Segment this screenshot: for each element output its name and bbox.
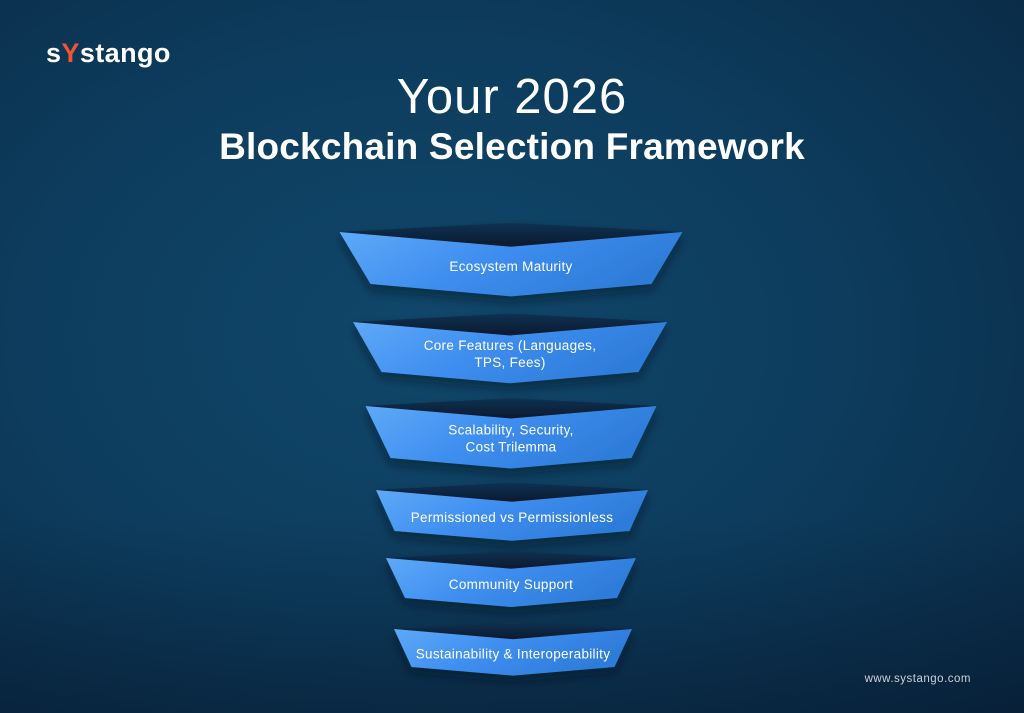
funnel-stage-label: Ecosystem Maturity [449, 259, 572, 274]
title-line-2: Blockchain Selection Framework [219, 126, 805, 168]
funnel-stage: Permissioned vs Permissionless [376, 482, 648, 541]
funnel-stage-label: Cost Trilemma [466, 439, 557, 454]
footer-website: www.systango.com [864, 673, 971, 685]
funnel-stage-opening [365, 398, 657, 419]
funnel-stage-opening [339, 222, 683, 247]
funnel-stage: Sustainability & Interoperability [394, 622, 632, 676]
page-title: Your 2026 Blockchain Selection Framework [0, 70, 1024, 169]
funnel-stage: Scalability, Security, Cost Trilemma [365, 398, 657, 469]
funnel-stage-label: Scalability, Security, [448, 422, 573, 437]
logo-accent-letter: Y [61, 38, 80, 68]
funnel-stage-face [339, 232, 683, 297]
funnel-stage-opening [376, 482, 648, 502]
funnel-stage-opening [394, 622, 632, 640]
funnel-stage-label: Sustainability & Interoperability [416, 647, 611, 662]
funnel-stage-face [353, 322, 667, 384]
funnel-stage-opening [386, 551, 636, 569]
funnel-stage-face [394, 629, 632, 676]
funnel-stage-label: Core Features (Languages, [424, 338, 597, 353]
funnel-stage-label: Permissioned vs Permissionless [411, 510, 614, 525]
funnel-stage-label: Community Support [449, 577, 573, 592]
funnel-stage-label: TPS, Fees) [474, 355, 545, 370]
logo-prefix: s [46, 38, 62, 68]
funnel-stage-face [365, 406, 657, 469]
funnel-stage: Community Support [386, 551, 636, 607]
systango-logo: sYstango [46, 38, 171, 69]
funnel-stage-face [376, 490, 648, 541]
funnel-stage-face [386, 558, 636, 607]
funnel-stage: Ecosystem Maturity [339, 222, 683, 297]
funnel-stage-opening [353, 313, 667, 336]
funnel-stage: Core Features (Languages, TPS, Fees) [353, 313, 667, 384]
title-line-1: Your 2026 [396, 70, 628, 124]
logo-suffix: stango [79, 38, 171, 68]
